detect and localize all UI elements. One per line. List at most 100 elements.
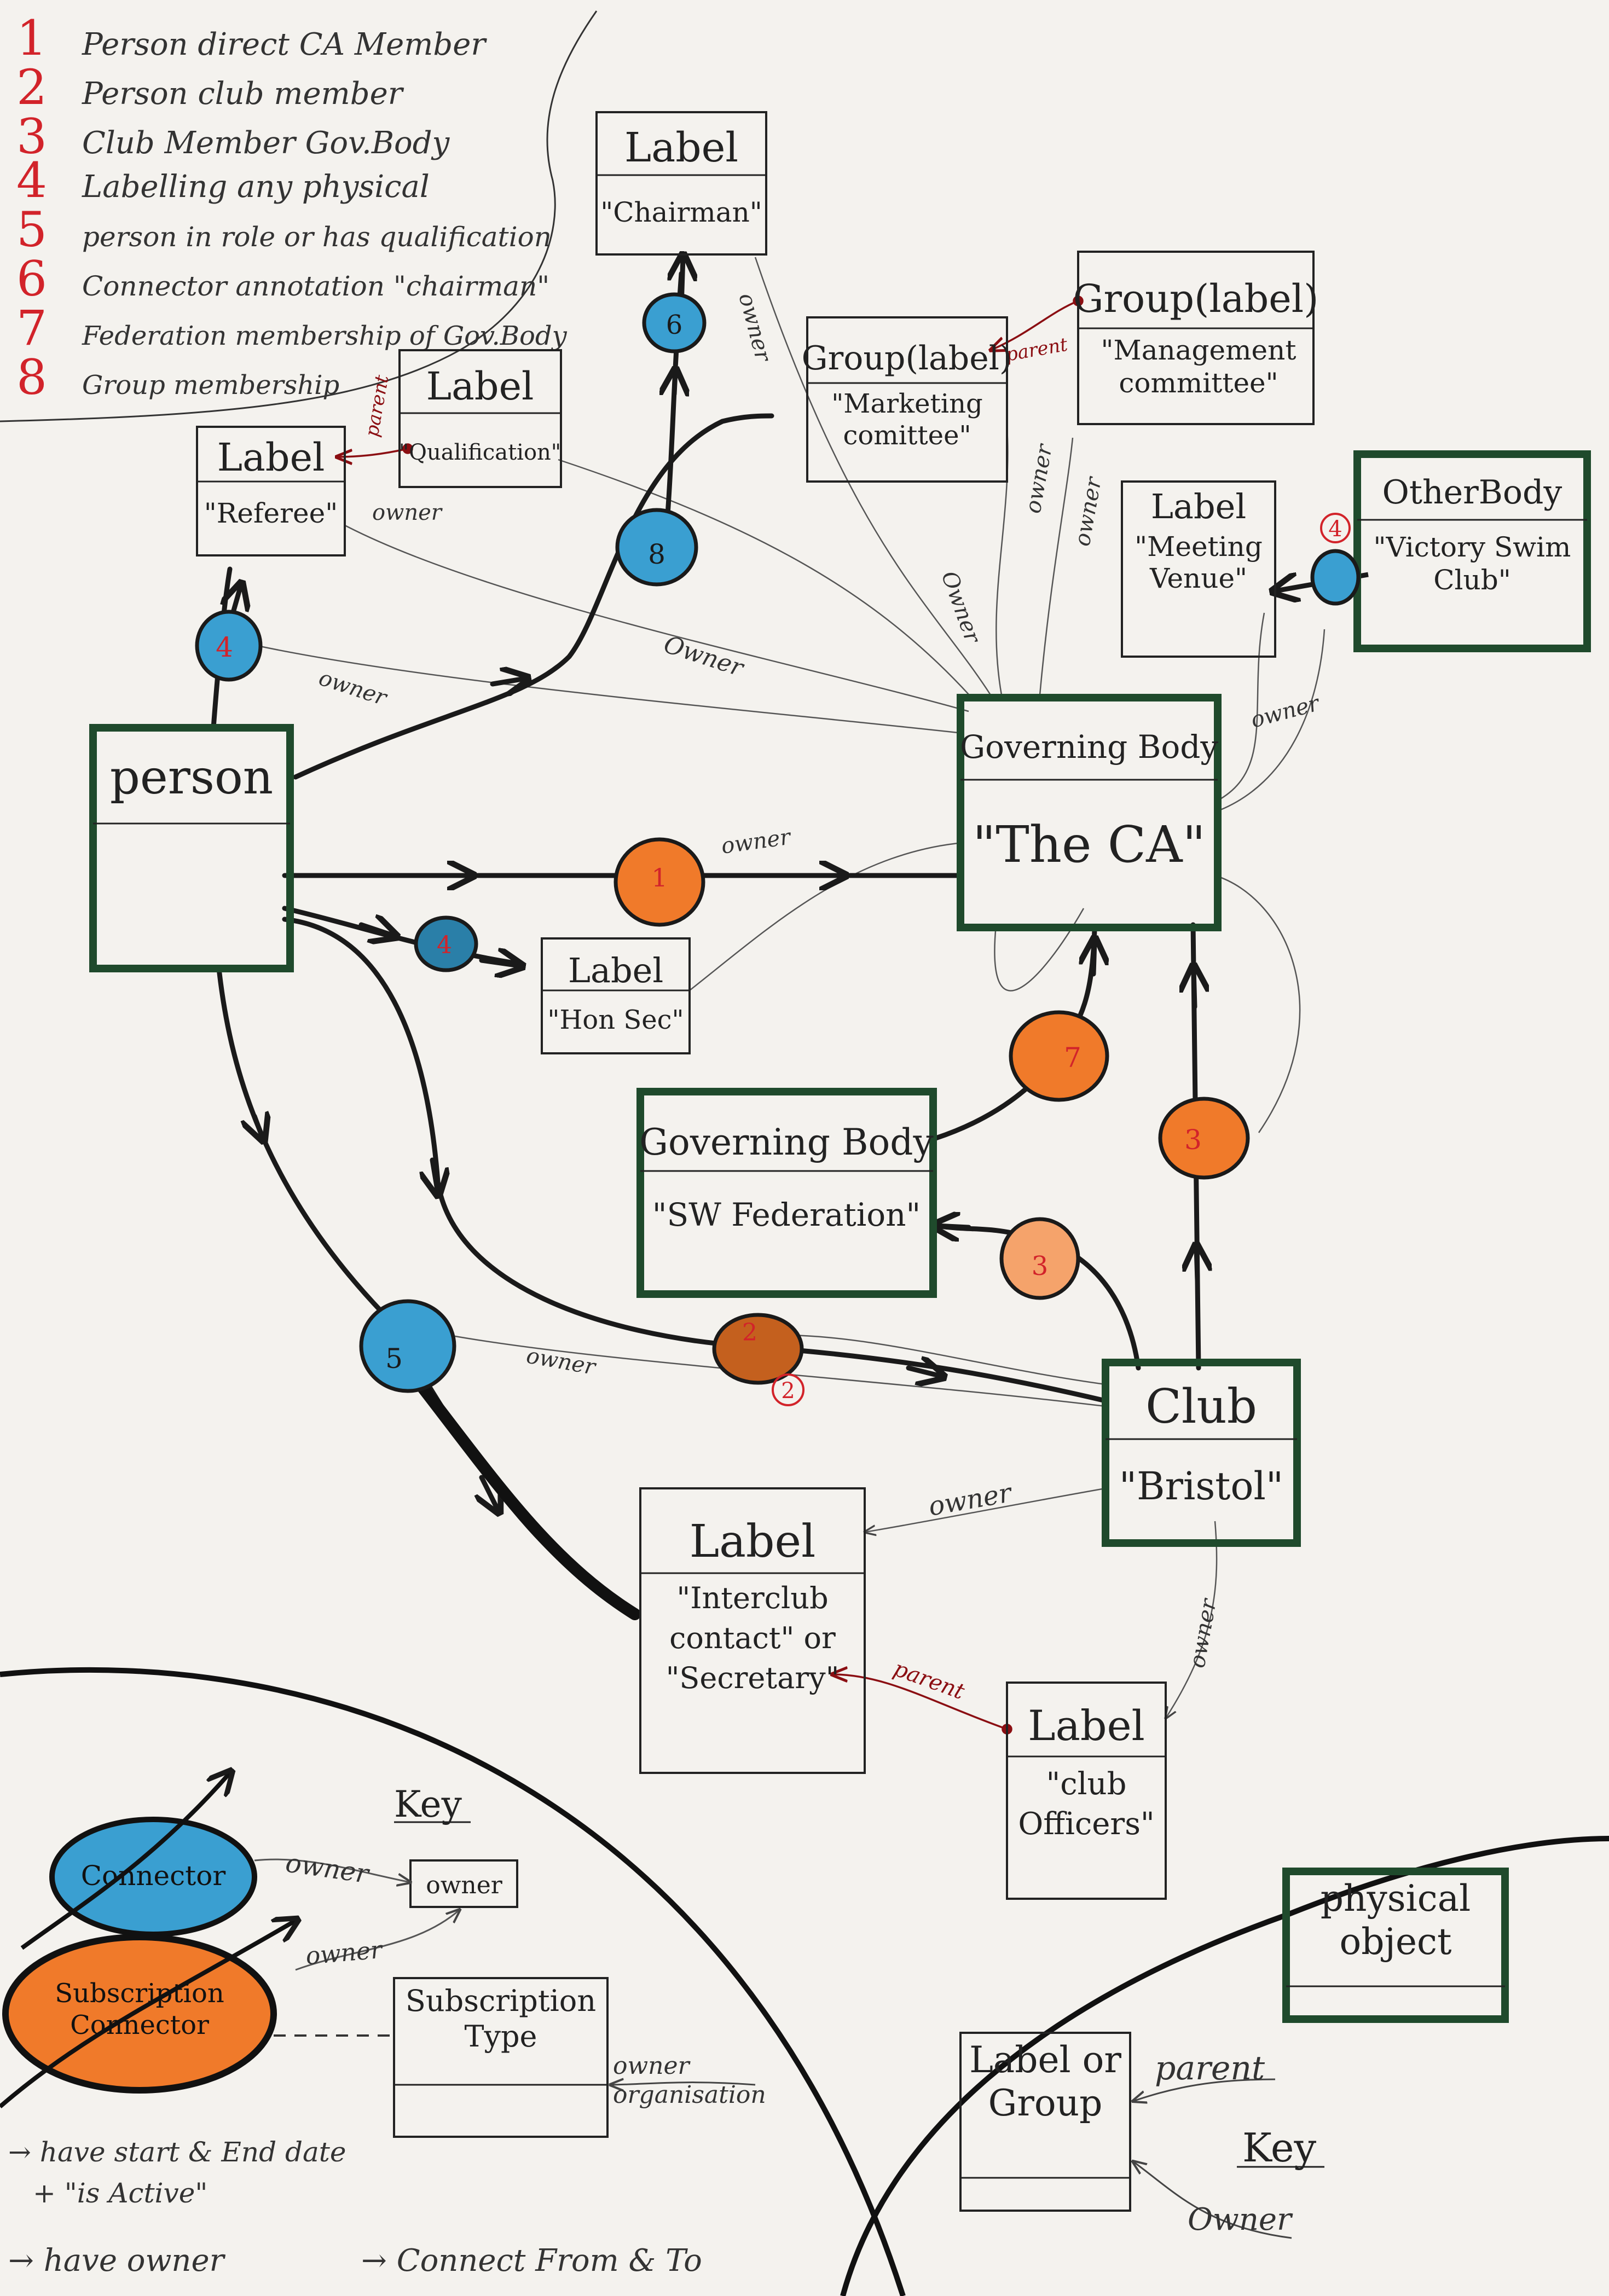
label-box-referee[interactable]: Label "Referee" [196, 426, 346, 556]
owner-label: owner [283, 1847, 372, 1889]
box-value: "Management committee" [1101, 334, 1297, 399]
box-title: Label [568, 950, 663, 990]
governing-body-box-ca[interactable]: Governing Body "The CA" [957, 694, 1222, 931]
parent-arrow [337, 448, 408, 457]
owner-label: Owner [936, 568, 986, 648]
box-value: "Referee" [204, 497, 338, 529]
connector-path [293, 413, 774, 780]
owner-label: owner [1248, 691, 1323, 733]
box-title: Label [690, 1516, 816, 1568]
person-box[interactable]: person [89, 724, 294, 972]
connector-path [674, 372, 675, 397]
box-title-wrap: Subscription Type [406, 1984, 596, 2054]
key-connector-node[interactable]: Connector [20, 1773, 257, 1950]
owner-label: owner [372, 500, 443, 525]
legend-number: 4 [16, 152, 47, 208]
label-box-hon-sec[interactable]: Label "Hon Sec" [541, 937, 691, 1054]
key-boundary [0, 1667, 906, 2296]
box-text-wrap: Label "Meeting Venue" [1135, 487, 1263, 594]
box-title: Label [1028, 1701, 1145, 1750]
key-subscription-connector-node[interactable]: Subscription Connector [0, 1921, 296, 2109]
box-value: "Interclub contact" or "Secretary" [665, 1581, 840, 1695]
owner-line [782, 1334, 1106, 1385]
connector-number: 2 [742, 1319, 757, 1347]
connector-node-7[interactable]: 7 [1009, 1010, 1109, 1102]
legend-item: 3 Club Member Gov.Body [16, 108, 450, 165]
owner-lines [257, 257, 1326, 1718]
connector-node-3[interactable]: 3 [1158, 1097, 1250, 1180]
owner-line [994, 908, 1085, 992]
label-box-chairman[interactable]: Label "Chairman" [595, 111, 767, 256]
label-or-group-box[interactable]: Label or Group [959, 2032, 1131, 2212]
owner-label: owner [1021, 441, 1058, 515]
connector-number: 1 [651, 863, 667, 892]
label-box-interclub[interactable]: Label "Interclub contact" or "Secretary" [639, 1487, 866, 1774]
owner-label: owner [316, 665, 391, 711]
box-value-wrap: "Victory Swim Club" [1373, 531, 1571, 596]
connector-path [906, 1368, 941, 1376]
connector-node-8[interactable]: 8 [615, 508, 698, 587]
legend-text: Club Member Gov.Body [82, 125, 450, 161]
connector-node-5[interactable]: 5 [359, 1299, 456, 1393]
box-value: "Victory Swim Club" [1373, 531, 1571, 596]
key-owner-box[interactable]: owner [409, 1859, 518, 1908]
box-title: person [110, 750, 273, 805]
other-body-box[interactable]: OtherBody "Victory Swim Club" [1353, 450, 1591, 652]
connector-path [282, 906, 517, 966]
key-subscription-connector-label: Subscription Connector [55, 1978, 224, 2040]
connector-node-4-venue[interactable]: 4 [1310, 513, 1361, 606]
connector-path [358, 925, 394, 936]
owner-label: owner [720, 824, 794, 859]
owner-organisation-label: owner organisation [613, 2052, 766, 2109]
connector-node-6[interactable]: 6 [642, 292, 707, 353]
legend-item: 2 Person club member [16, 59, 404, 115]
box-title: owner [426, 1871, 503, 1899]
group-box-management[interactable]: Group(label) "Management committee" [1073, 251, 1319, 425]
box-title: Label or Group [969, 2039, 1121, 2125]
legend-text: Person direct CA Member [82, 27, 487, 62]
box-title: Label [1150, 487, 1247, 526]
group-box-marketing[interactable]: Group(label) "Marketing comittee" [802, 316, 1012, 483]
owner-line [344, 524, 969, 712]
connector-node-4-honsec[interactable]: 4 [414, 915, 478, 972]
physical-object-box[interactable]: physical object [1282, 1868, 1509, 2023]
box-value-wrap: "Management committee" [1101, 334, 1297, 399]
legend-item: 4 Labelling any physical [16, 152, 430, 208]
key-note: + "is Active" [33, 2177, 207, 2209]
connector-node-4[interactable]: 4 [195, 610, 263, 682]
label-box-qualification[interactable]: Label "Qualification" [398, 349, 562, 488]
connector-number: 4 [216, 631, 233, 663]
connector-node-3b[interactable]: 3 [999, 1217, 1080, 1300]
box-value-wrap: "Marketing comittee" [831, 389, 983, 451]
club-box-bristol[interactable]: Club "Bristol" [1102, 1359, 1301, 1547]
key-note: → Connect From & To [361, 2243, 702, 2278]
connector-path [216, 966, 638, 1617]
label-box-meeting-venue[interactable]: Label "Meeting Venue" [1121, 480, 1276, 658]
owner-line [1166, 1521, 1218, 1718]
legend-text: Federation membership of Gov.Body [82, 321, 568, 351]
connector-path [482, 1475, 498, 1510]
owner-label: owner [733, 291, 776, 366]
box-value: "Meeting Venue" [1135, 531, 1263, 594]
parent-label: parent [890, 1656, 969, 1704]
box-value: "The CA" [973, 815, 1206, 874]
connector-number: 5 [385, 1343, 403, 1375]
box-value: "Qualification" [399, 440, 561, 465]
connector-node-1[interactable]: 1 [613, 837, 705, 927]
key-boundary [840, 1836, 1609, 2296]
box-value: "Chairman" [600, 196, 762, 228]
connector-node-2[interactable]: 2 2 [712, 1313, 804, 1406]
legend: 1 Person direct CA Member 2 Person club … [0, 10, 598, 422]
connector-number-annotation: 2 [781, 1378, 795, 1404]
governing-body-box-sw-federation[interactable]: Governing Body "SW Federation" [636, 1088, 937, 1298]
box-value-wrap: "Interclub contact" or "Secretary" [665, 1581, 840, 1695]
subscription-type-box[interactable]: Subscription Type [393, 1977, 609, 2138]
box-value: "SW Federation" [652, 1196, 921, 1233]
connector-path [479, 960, 520, 966]
key-title: Key [1242, 2125, 1316, 2171]
legend-item: 6 Connector annotation "chairman" [16, 251, 549, 307]
box-title: Label [624, 124, 738, 171]
box-value: "Marketing comittee" [831, 389, 983, 451]
label-box-club-officers[interactable]: Label "club Officers" [1006, 1682, 1167, 1900]
legend-text: Connector annotation "chairman" [82, 270, 549, 302]
